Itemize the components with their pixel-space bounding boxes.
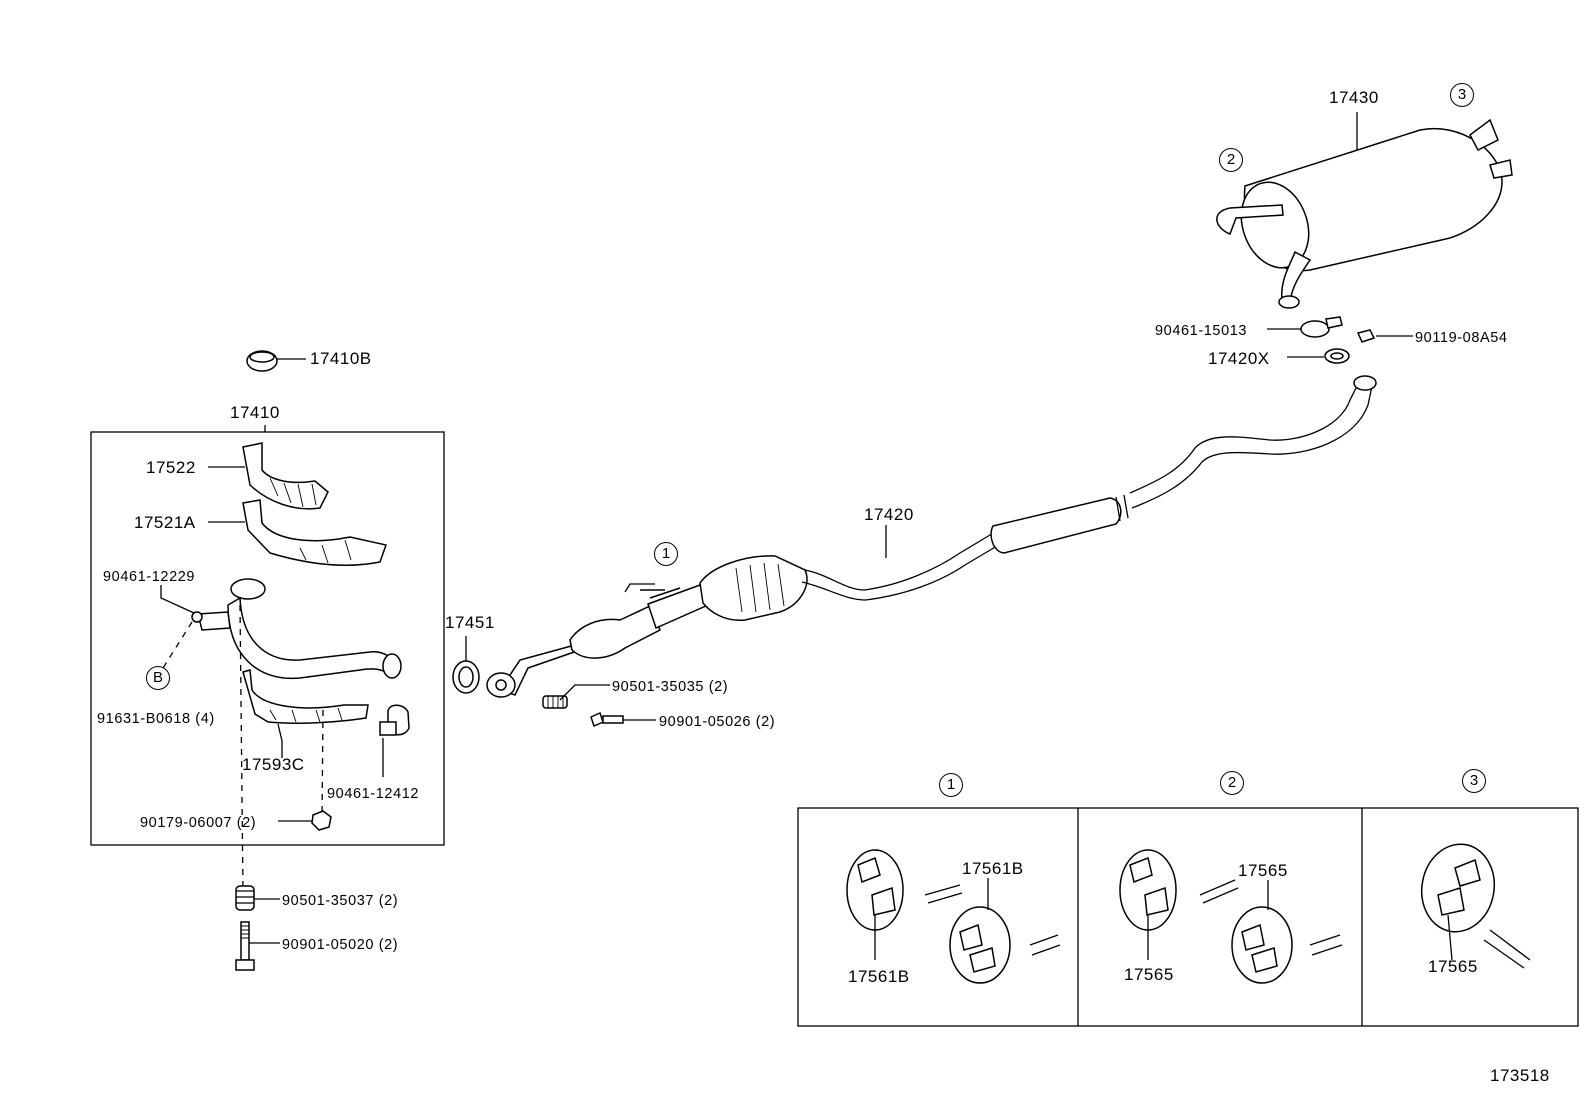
- front-pipe-assembly-box: [90, 431, 445, 846]
- label-90501-35037: 90501-35037 (2): [282, 893, 399, 909]
- label-91631-B0618: 91631-B0618 (4): [97, 711, 215, 727]
- label-90901-05026: 90901-05026 (2): [659, 714, 776, 730]
- label-17522: 17522: [146, 458, 196, 477]
- hanger-panel-3-drawing: [1420, 843, 1531, 969]
- callout-2-muffler: 2: [1219, 148, 1243, 172]
- part-90179-06007-nut: [278, 810, 332, 831]
- callout-1-pipe: 1: [654, 542, 678, 566]
- panel-1-callout: 1: [939, 773, 963, 797]
- label-17420X: 17420X: [1208, 349, 1270, 368]
- label-17410: 17410: [230, 403, 280, 422]
- label-90179-06007: 90179-06007 (2): [140, 815, 257, 831]
- part-90501-35037-spring: [235, 885, 280, 911]
- part-front-pipe: [227, 578, 402, 680]
- part-rear-clamp-group: [1267, 316, 1413, 364]
- panel-1-label-bottom: 17561B: [848, 967, 910, 986]
- hanger-panel-2-drawing: [1119, 849, 1343, 984]
- label-90119-08A54: 90119-08A54: [1415, 330, 1508, 346]
- part-90461-12412-clamp: [379, 704, 410, 777]
- part-17521A-heat-shield: [208, 499, 387, 567]
- label-17430: 17430: [1329, 88, 1379, 107]
- hanger-panel-1-drawing: [846, 849, 1061, 984]
- label-17420: 17420: [864, 505, 914, 524]
- figure-number: 173518: [1490, 1066, 1550, 1085]
- label-17593C: 17593C: [242, 755, 305, 774]
- callout-3-muffler: 3: [1450, 83, 1474, 107]
- label-90461-15013: 90461-15013: [1155, 323, 1248, 339]
- label-90461-12229: 90461-12229: [103, 569, 196, 585]
- part-90461-12229-clamp: [160, 585, 231, 669]
- panel-1-label-top: 17561B: [962, 859, 1024, 878]
- label-17410B: 17410B: [310, 349, 372, 368]
- part-center-pipe-converters: [486, 555, 808, 698]
- panel-2-label-bottom: 17565: [1124, 965, 1174, 984]
- hanger-panels-box: [797, 807, 1579, 1027]
- callout-b: B: [146, 666, 170, 690]
- part-17522-heat-shield: [208, 442, 329, 510]
- part-17410B-cap: [246, 350, 306, 372]
- label-17521A: 17521A: [134, 513, 196, 532]
- label-90901-05020: 90901-05020 (2): [282, 937, 399, 953]
- panel-3-callout: 3: [1462, 769, 1486, 793]
- label-90461-12412: 90461-12412: [327, 786, 420, 802]
- panel-3-label: 17565: [1428, 957, 1478, 976]
- part-17593C-insulator: [242, 669, 369, 758]
- part-17430-muffler: [1216, 112, 1513, 309]
- part-90901-05020-bolt: [235, 921, 280, 971]
- part-17420-pipe: [801, 375, 1377, 601]
- panel-2-callout: 2: [1220, 771, 1244, 795]
- panel-2-label-top: 17565: [1238, 861, 1288, 880]
- label-90501-35035: 90501-35035 (2): [612, 679, 729, 695]
- part-17451-gasket: [452, 636, 480, 694]
- part-center-fasteners: [542, 684, 656, 728]
- label-17451: 17451: [445, 613, 495, 632]
